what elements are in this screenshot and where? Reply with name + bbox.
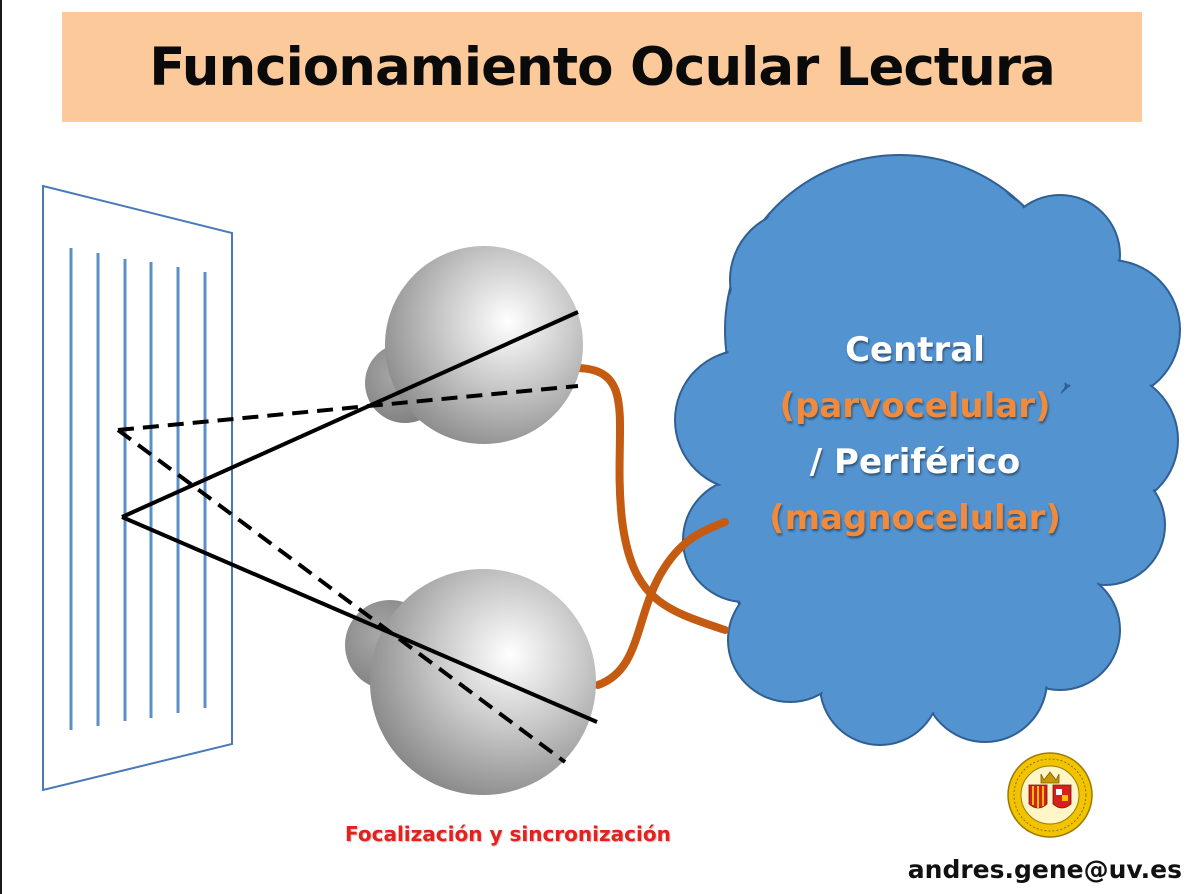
brain-cloud: [674, 154, 1181, 746]
sight-line-dashed: [116, 428, 567, 764]
sight-lines: [116, 310, 598, 764]
optic-nerve-top: [574, 364, 729, 634]
title-banner: Funcionamiento Ocular Lectura: [62, 12, 1142, 122]
cloud-label-parvocelular: (parvocelular): [779, 386, 1051, 426]
sight-line-solid: [121, 515, 598, 724]
cloud-label-periferico: / Periférico: [809, 442, 1021, 482]
eye-top: [365, 246, 583, 444]
university-seal-icon: [1007, 752, 1093, 838]
slide-title: Funcionamiento Ocular Lectura: [149, 36, 1056, 98]
cloud-label-central: Central: [845, 330, 985, 370]
optic-nerve-bottom: [594, 518, 729, 689]
sight-line-solid: [121, 310, 579, 519]
sight-line-dashed: [117, 384, 579, 432]
eye-bottom: [345, 569, 596, 795]
cloud-label-magnocelular: (magnocelular): [769, 498, 1061, 538]
cloud-label: Central (parvocelular) / Periférico (mag…: [735, 322, 1095, 546]
contact-email: andres.gene@uv.es: [907, 855, 1182, 884]
reading-page: [42, 184, 233, 792]
focus-sync-caption: Focalización y sincronización: [345, 822, 671, 846]
slide-left-border: [0, 0, 2, 894]
